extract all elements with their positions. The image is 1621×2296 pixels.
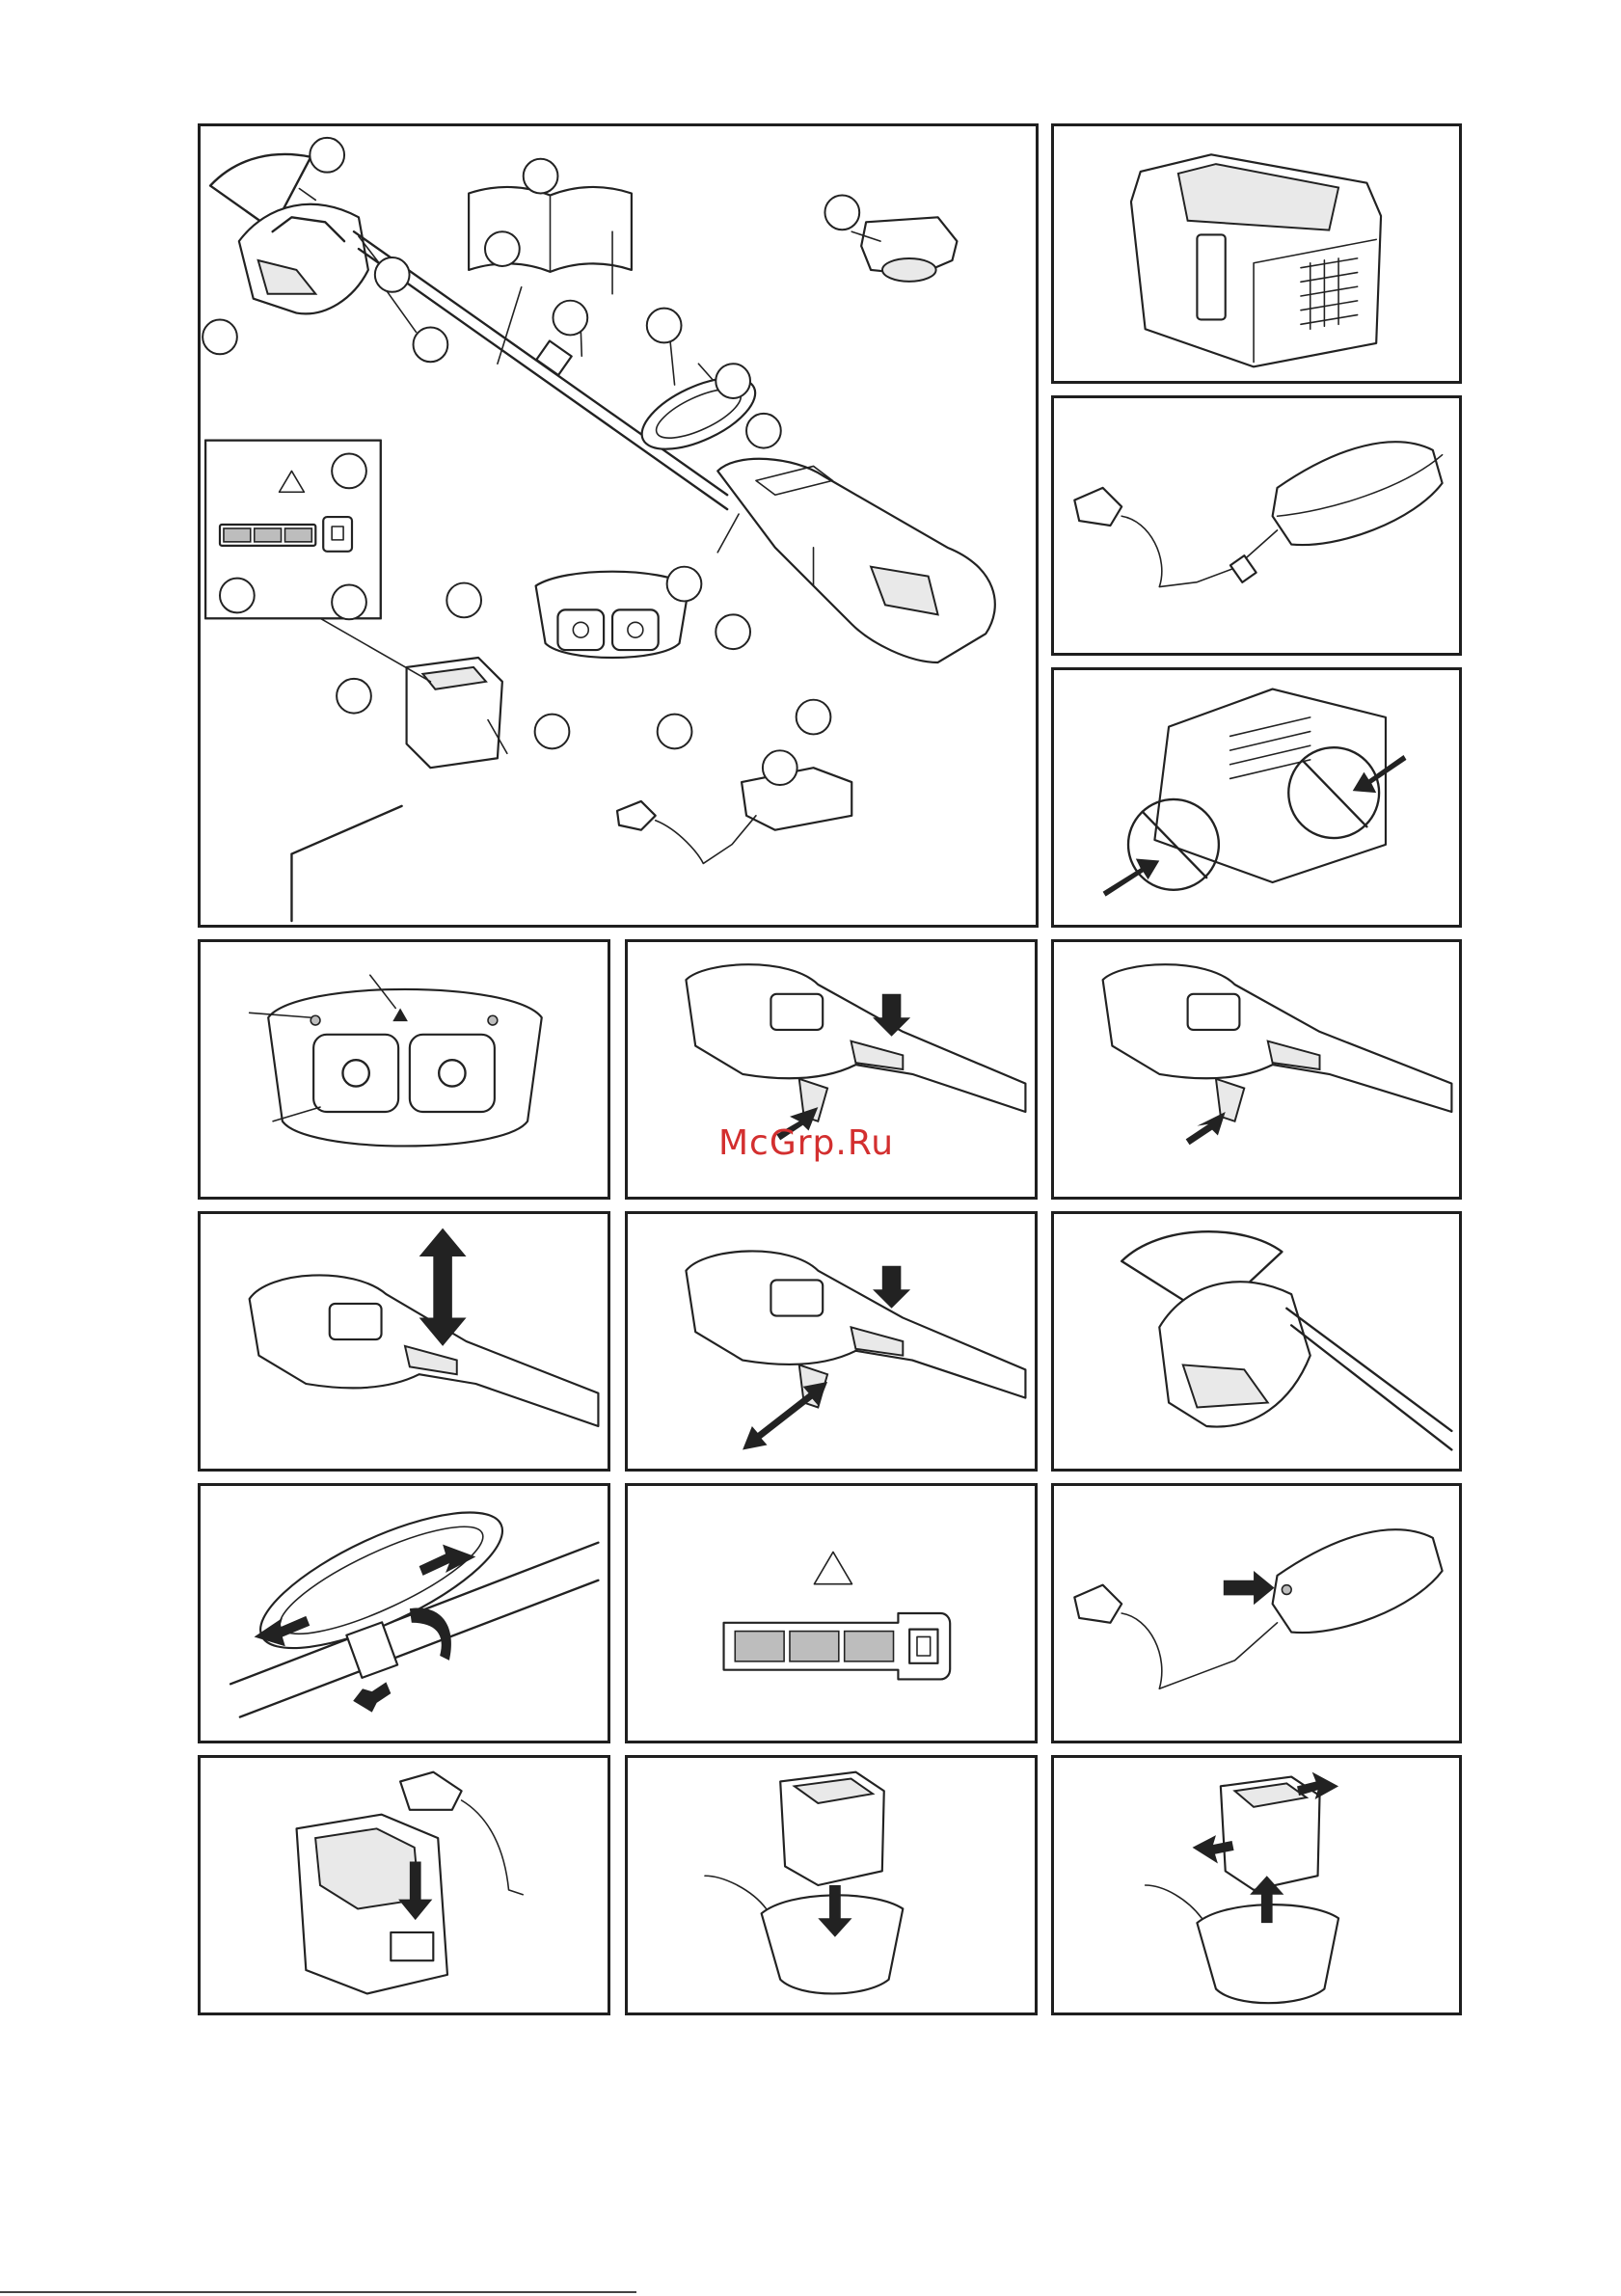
overview-illustration bbox=[201, 126, 1036, 925]
hex-key-icon bbox=[291, 806, 401, 921]
figure-charger bbox=[1051, 395, 1462, 656]
rear-handle-icon bbox=[686, 1251, 1025, 1397]
figure-trigger-release bbox=[1051, 939, 1462, 1200]
keypad-small bbox=[330, 1304, 382, 1339]
trimmer-head-icon bbox=[239, 204, 368, 314]
battery-latch bbox=[1197, 234, 1225, 319]
rear-handle-icon bbox=[717, 459, 995, 662]
keypad-small bbox=[770, 1280, 823, 1315]
shaft bbox=[1286, 1309, 1451, 1450]
coupler-icon bbox=[536, 341, 571, 375]
figure-battery-insert bbox=[625, 1755, 1038, 2015]
battery-bar bbox=[735, 1632, 784, 1661]
battery-terminals bbox=[391, 1932, 433, 1960]
charger-plug-icon bbox=[1074, 488, 1121, 526]
figure-battery-air-vents bbox=[1051, 667, 1462, 928]
keypad-small bbox=[1188, 994, 1240, 1030]
charger-small-icon bbox=[742, 768, 851, 830]
figure-overview bbox=[198, 123, 1039, 928]
keypad-small bbox=[770, 994, 823, 1030]
figure-trimmer-guard bbox=[1051, 1211, 1462, 1472]
charger-led bbox=[1282, 1585, 1291, 1595]
arrow-down-icon bbox=[873, 1266, 910, 1309]
battery-button-icon bbox=[909, 1630, 937, 1663]
charger-plug-icon bbox=[400, 1772, 462, 1810]
arrow-right-icon bbox=[1224, 1571, 1275, 1605]
footer-rule bbox=[0, 2291, 636, 2293]
power-button-icon bbox=[313, 1035, 398, 1112]
figure-charger-led bbox=[1051, 1483, 1462, 1743]
battery-bar bbox=[790, 1632, 839, 1661]
arrow-diagonal-icon bbox=[743, 1382, 827, 1449]
arrow-rotate-icon bbox=[410, 1607, 451, 1660]
figure-handle-height-adjust bbox=[198, 1211, 610, 1472]
rear-handle-icon bbox=[686, 964, 1025, 1112]
charger-plug-icon bbox=[617, 801, 656, 830]
status-led bbox=[488, 1015, 498, 1025]
figure-battery-indicator bbox=[625, 1483, 1038, 1743]
figure-keypad-detail bbox=[198, 939, 610, 1200]
shaft-bottom bbox=[359, 249, 727, 509]
arrow-icon bbox=[1103, 859, 1160, 897]
battery-bar bbox=[845, 1632, 894, 1661]
charger-icon bbox=[1273, 1529, 1443, 1633]
figure-battery-top bbox=[1051, 123, 1462, 384]
figure-battery-charging bbox=[198, 1755, 610, 2015]
figure-trigger-speed bbox=[625, 1211, 1038, 1472]
keypad-icon bbox=[268, 989, 542, 1147]
rear-handle-icon bbox=[1103, 964, 1452, 1112]
knob-icon bbox=[353, 1682, 391, 1712]
warning-icon bbox=[814, 1552, 851, 1583]
battery-vents-icon bbox=[1154, 689, 1386, 882]
battery-button-icon bbox=[323, 517, 352, 552]
charger-plug-icon bbox=[1074, 1585, 1121, 1623]
figure-battery-remove bbox=[1051, 1755, 1462, 2015]
arrow-icon bbox=[1186, 1112, 1226, 1145]
figure-loop-handle-adjust bbox=[198, 1483, 610, 1743]
charger-icon bbox=[1273, 442, 1443, 545]
eco-button-icon bbox=[410, 1035, 495, 1112]
watermark-text: McGrp.Ru bbox=[718, 1123, 894, 1163]
